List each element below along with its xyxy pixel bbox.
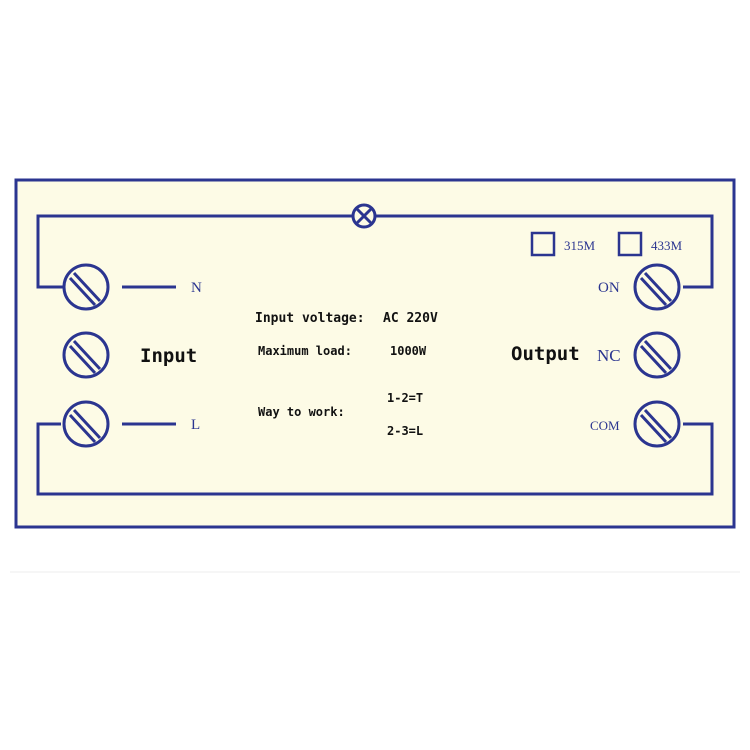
freq-433m-label: 433M [651,238,683,253]
spec-load-label: Maximum load: [258,344,352,358]
input-l-label: L [191,417,200,433]
checkbox-433m-icon[interactable] [617,231,643,257]
output-com-label: COM [590,418,620,433]
input-heading: Input [140,345,197,367]
terminal-middle-input-icon [62,331,110,379]
spec-mode-label: Way to work: [258,405,345,419]
spec-voltage-label: Input voltage: [255,311,365,326]
terminal-nc-icon [633,331,681,379]
spec-load-value: 1000W [390,344,427,358]
input-n-label: N [191,280,202,296]
wiring [36,214,714,496]
wire-top-right [376,214,714,289]
spec-mode-2: 2-3=L [387,424,423,438]
checkbox-315m-icon[interactable] [530,231,556,257]
output-nc-label: NC [597,346,621,365]
output-on-label: ON [598,280,620,296]
diagram-panel [14,178,736,529]
freq-315m-label: 315M [564,238,596,253]
lamp-symbol-icon [351,203,377,229]
terminal-n-icon [62,263,110,311]
terminal-com-icon [633,400,681,448]
terminal-on-icon [633,263,681,311]
spec-mode-1: 1-2=T [387,391,423,405]
wire-top-left [36,214,352,289]
output-heading: Output [511,343,580,365]
wire-bottom [36,422,714,496]
spec-voltage-value: AC 220V [383,311,438,326]
terminal-l-icon [62,400,110,448]
